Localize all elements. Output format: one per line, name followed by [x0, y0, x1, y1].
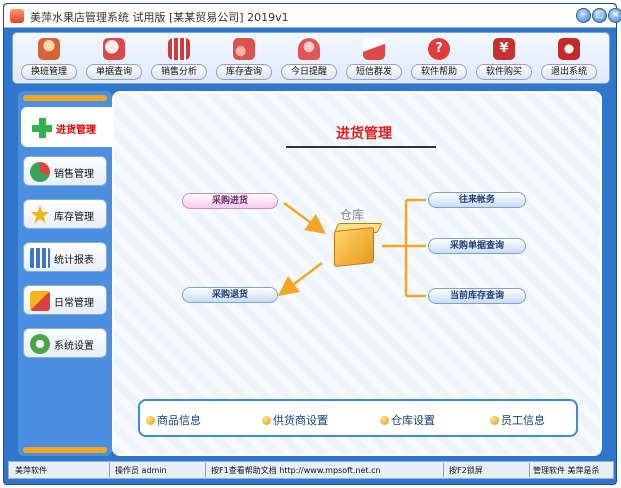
green-plus-icon — [32, 118, 52, 138]
person-icon — [38, 38, 60, 60]
app-logo-icon — [10, 9, 24, 23]
quick-link-warehouses[interactable]: 仓库设置 — [380, 412, 435, 428]
status-separator — [205, 463, 206, 477]
toolbar-label: 销售分析 — [151, 64, 207, 80]
stock-query-button[interactable]: 库存查询 — [216, 37, 272, 81]
today-reminder-button[interactable]: 今日提醒 — [281, 37, 337, 81]
accounts-button[interactable]: 往来帐务 — [428, 192, 526, 208]
purchase-docs-query-button[interactable]: 采购单据查询 — [428, 238, 526, 254]
shift-management-button[interactable]: 换班管理 — [21, 37, 77, 81]
toolbar-label: 今日提醒 — [281, 64, 337, 80]
warehouse-label: 仓库 — [340, 208, 365, 222]
exit-icon — [558, 38, 580, 60]
sidebar-item-label: 进货管理 — [56, 125, 96, 136]
quick-link-suppliers[interactable]: 供货商设置 — [262, 412, 328, 428]
quick-link-label: 商品信息 — [157, 414, 201, 427]
quick-link-label: 仓库设置 — [391, 414, 435, 427]
help-icon: ? — [428, 38, 450, 60]
magnifier-icon — [103, 38, 125, 60]
envelope-icon — [363, 38, 385, 60]
page-title: 进货管理 — [336, 126, 392, 142]
bullet-icon — [490, 416, 499, 425]
stock-icon — [233, 38, 255, 60]
status-operator: 操作员 admin — [115, 466, 167, 475]
bracket-connector — [382, 198, 426, 298]
warehouse-box-icon — [334, 226, 374, 268]
bullet-icon — [380, 416, 389, 425]
bell-icon — [298, 38, 320, 60]
status-separator — [529, 463, 530, 477]
gear-icon — [30, 334, 50, 354]
toolbar-label: 软件购买 — [476, 64, 532, 80]
yen-icon: ¥ — [493, 38, 515, 60]
status-separator — [443, 463, 444, 477]
status-separator — [109, 463, 110, 477]
sidebar-item-label: 系统设置 — [54, 341, 94, 352]
toolbar-label: 退出系统 — [541, 64, 597, 80]
sidebar-item-purchase[interactable]: 进货管理 — [21, 107, 120, 147]
app-window: 美萍水果店管理系统 试用版 [某某贸易公司] 2019v1 - □ × 换班管理… — [3, 3, 621, 485]
toolbar-label: 短信群发 — [346, 64, 402, 80]
sidebar-item-label: 统计报表 — [54, 255, 94, 266]
bullet-icon — [262, 416, 271, 425]
bar-chart-icon — [168, 38, 190, 60]
toolbar-label: 库存查询 — [216, 64, 272, 80]
status-brand: 美萍软件 — [15, 466, 47, 475]
sidebar-item-label: 日常管理 — [54, 298, 94, 309]
close-button[interactable]: × — [608, 8, 621, 23]
exit-system-button[interactable]: 退出系统 — [541, 37, 597, 81]
status-help-hint: 按F1查看帮助文档 http://www.mpsoft.net.cn — [211, 466, 381, 475]
sidebar-top-strip — [23, 95, 107, 101]
sidebar-item-settings[interactable]: 系统设置 — [23, 328, 107, 358]
software-help-button[interactable]: ? 软件帮助 — [411, 37, 467, 81]
quick-link-label: 供货商设置 — [273, 414, 328, 427]
sidebar-item-inventory[interactable]: 库存管理 — [23, 199, 107, 229]
current-stock-query-button[interactable]: 当前库存查询 — [428, 288, 526, 304]
sidebar-item-daily[interactable]: 日常管理 — [23, 285, 107, 315]
quick-link-label: 员工信息 — [501, 414, 545, 427]
broom-icon — [30, 291, 50, 311]
sidebar: 进货管理 销售管理 库存管理 统计报表 日常管理 系统设置 — [18, 91, 120, 456]
report-icon — [30, 248, 50, 268]
purchase-in-button[interactable]: 采购进货 — [182, 193, 278, 209]
sales-analysis-button[interactable]: 销售分析 — [151, 37, 207, 81]
toolbar-label: 单据查询 — [86, 64, 142, 80]
sms-broadcast-button[interactable]: 短信群发 — [346, 37, 402, 81]
toolbar-label: 换班管理 — [21, 64, 77, 80]
arrow-to-warehouse — [283, 201, 327, 234]
title-bar: 美萍水果店管理系统 试用版 [某某贸易公司] 2019v1 - □ × — [4, 4, 621, 28]
toolbar-label: 软件帮助 — [411, 64, 467, 80]
sidebar-bottom-strip — [23, 447, 107, 453]
status-lock-hint: 按F2锁屏 — [449, 466, 483, 475]
flow-connectors — [278, 198, 426, 298]
software-purchase-button[interactable]: ¥ 软件购买 — [476, 37, 532, 81]
maximize-button[interactable]: □ — [592, 8, 607, 23]
window-title: 美萍水果店管理系统 试用版 [某某贸易公司] 2019v1 — [30, 11, 289, 24]
arrow-from-warehouse — [278, 262, 323, 296]
star-icon — [30, 205, 50, 224]
bullet-icon — [146, 416, 155, 425]
purchase-return-button[interactable]: 采购退货 — [182, 287, 278, 303]
minimize-button[interactable]: - — [576, 8, 591, 23]
sidebar-item-label: 库存管理 — [54, 212, 94, 223]
quick-link-employees[interactable]: 员工信息 — [490, 412, 545, 428]
sidebar-item-label: 销售管理 — [54, 169, 94, 180]
sidebar-item-reports[interactable]: 统计报表 — [23, 242, 107, 272]
sidebar-item-sales[interactable]: 销售管理 — [23, 156, 107, 186]
document-query-button[interactable]: 单据查询 — [86, 37, 142, 81]
status-bar: 美萍软件 操作员 admin 按F1查看帮助文档 http://www.mpso… — [8, 461, 614, 479]
pie-icon — [30, 162, 50, 182]
quick-link-products[interactable]: 商品信息 — [146, 412, 201, 428]
main-toolbar: 换班管理 单据查询 销售分析 库存查询 今日提醒 短信群发 ? 软件帮助 ¥ 软… — [12, 32, 610, 84]
content-panel: 进货管理 采购进货 采购退货 仓库 往来帐务 采购单据查询 当前库存查询 商品信… — [112, 91, 602, 456]
status-product-info: 管理软件 美萍是杀 — [533, 466, 600, 475]
title-divider — [286, 146, 436, 148]
quick-links-bar: 商品信息 供货商设置 仓库设置 员工信息 — [138, 399, 578, 437]
